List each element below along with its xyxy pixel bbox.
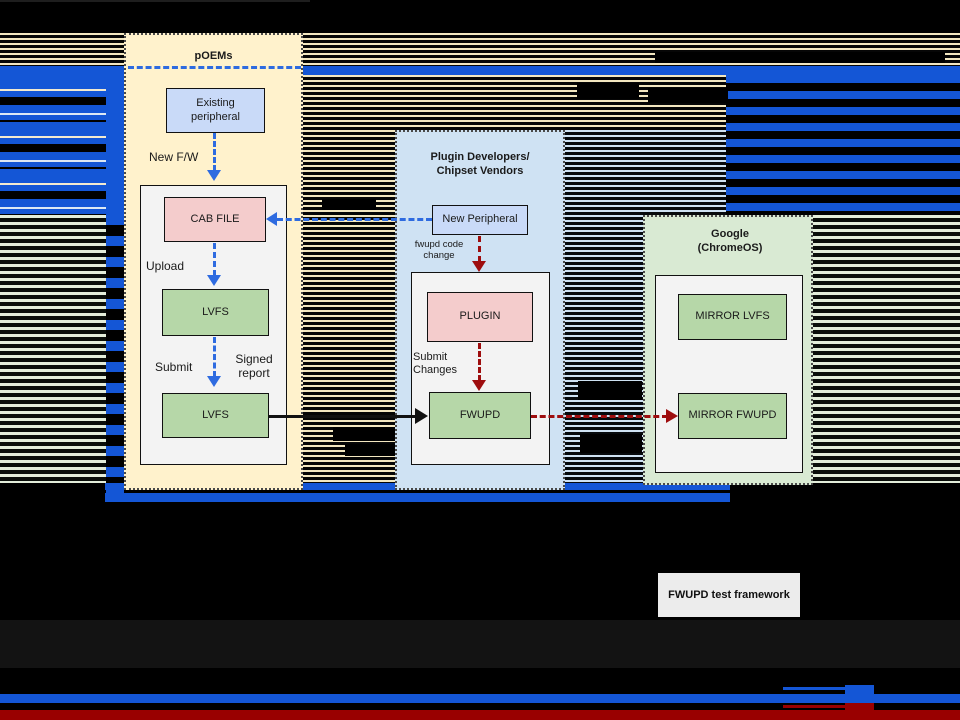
arrow-lvfs-to-fwupd-head [415,408,428,424]
box-existing-peripheral-label: Existing peripheral [191,96,240,123]
glitch-legend-blue-line [783,687,845,690]
arrow-newperipheral-to-plugin-head [472,261,486,272]
box-fwupd: FWUPD [429,392,531,439]
glitch-gap-blue-stripes [565,130,643,490]
box-lvfs-upload: LVFS [162,289,269,336]
glitch-left-green-stripes [0,215,106,483]
box-cab-file-label: CAB FILE [190,212,240,225]
edge-label-submit-changes: Submit Changes [413,351,458,377]
box-mirror-fwupd-label: MIRROR FWUPD [688,409,777,422]
edge-label-fwupd-code-change: fwupd code change [414,239,464,262]
arrow-fwupd-to-mirror-head [666,409,678,423]
box-mirror-fwupd: MIRROR FWUPD [678,393,787,439]
glitch-bottom-blue-stripe [0,694,960,703]
glitch-left-mixed-stripes [0,75,106,215]
glitch-blob [580,434,642,453]
arrow-lvfs-to-lvfs-head [207,376,221,387]
glitch-blue-bar-top [0,66,960,75]
arrow-newperipheral-to-cab-line [277,218,432,221]
box-fwupd-label: FWUPD [459,408,501,421]
glitch-right-blue-stripes [726,75,960,215]
glitch-blob [648,88,728,103]
glitch-blob [345,444,395,456]
arrow-existing-to-cab-head [207,170,221,181]
box-lvfs-submit-label: LVFS [202,408,229,421]
arrow-plugin-to-fwupd-line [478,343,481,381]
glitch-left-blue-column [106,66,124,215]
glitch-dark-band [0,620,960,668]
poems-header-dashed-line [128,66,301,69]
arrow-newperipheral-to-plugin-line [478,236,481,262]
box-plugin-label: PLUGIN [459,310,501,323]
glitch-blob [655,52,945,63]
glitch-gap-blue-stripes-upper [643,130,726,215]
box-mirror-lvfs: MIRROR LVFS [678,294,787,340]
arrow-cab-to-lvfs-line [213,243,216,276]
glitch-right-green-stripes [813,215,960,483]
arrow-plugin-to-fwupd-head [472,380,486,391]
glitch-blob [333,427,395,441]
box-plugin: PLUGIN [427,292,533,342]
box-lvfs-submit: LVFS [162,393,269,438]
box-lvfs-upload-label: LVFS [202,305,229,318]
box-fwupd-test-framework: FWUPD test framework [658,573,800,617]
glitch-blob [577,83,639,99]
glitch-bottom-blue-bar-2 [105,493,730,502]
arrow-cab-to-lvfs-head [207,275,221,286]
panel-google-chromeos-title: Google (ChromeOS) [697,228,763,255]
arrow-lvfs-to-fwupd-line [269,415,417,418]
arrow-existing-to-cab-line [213,133,216,171]
panel-plugin-developers-title: Plugin Developers/ Chipset Vendors [430,151,530,178]
glitch-blob [322,199,376,210]
glitch-left-blue-dashes [106,215,124,503]
edge-label-upload: Upload [146,259,185,273]
box-new-peripheral-label: New Peripheral [442,213,518,226]
edge-label-new-fw: New F/W [149,150,199,164]
box-mirror-lvfs-label: MIRROR LVFS [695,310,770,323]
arrow-fwupd-to-mirror-line [531,415,668,418]
edge-label-submit: Submit [155,360,193,374]
glitch-blob [578,381,642,400]
glitch-bottom-red-stripe [0,710,960,720]
box-cab-file: CAB FILE [164,197,266,242]
box-fwupd-test-framework-label: FWUPD test framework [668,589,790,601]
arrow-lvfs-to-lvfs-line [213,337,216,377]
glitch-top-hairline [0,0,310,2]
edge-label-signed-report: Signed report [235,352,273,381]
box-existing-peripheral: Existing peripheral [166,88,265,133]
arrow-newperipheral-to-cab-head [266,212,277,226]
box-new-peripheral: New Peripheral [432,205,528,235]
panel-poems-title: pOEMs [194,50,233,62]
glitch-legend-red-line [783,705,845,708]
